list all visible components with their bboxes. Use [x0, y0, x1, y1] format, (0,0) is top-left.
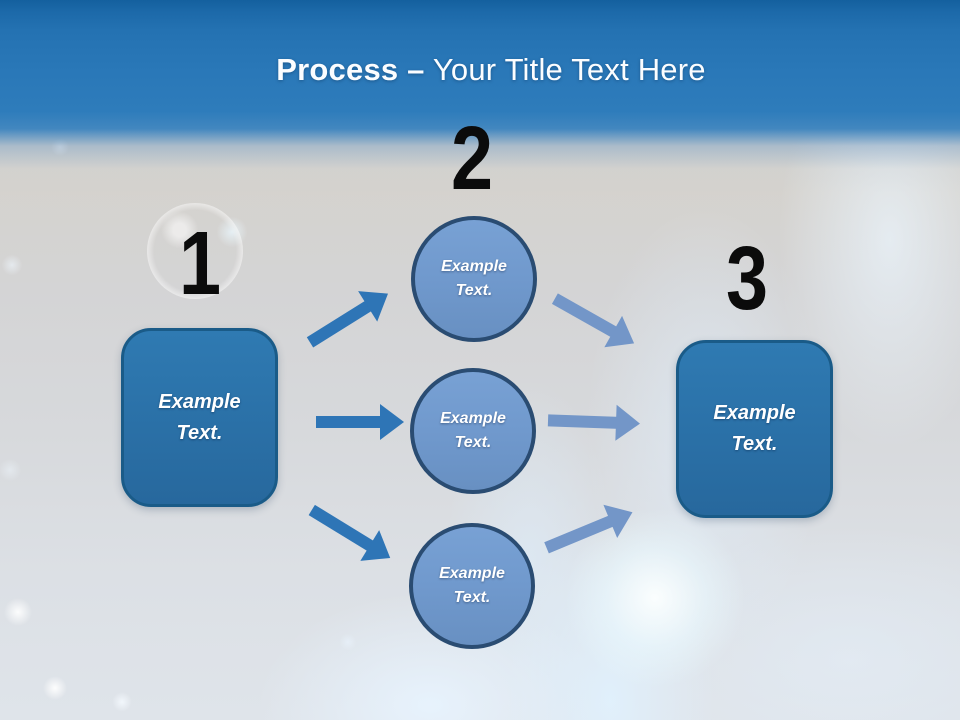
process-start-box-label: Example Text. [158, 390, 241, 444]
arrow-shaft [316, 416, 383, 428]
step-number-3: 3 [725, 229, 769, 329]
arrow-middle-circle-to-end-icon [547, 402, 641, 442]
slide-title: Process – Your Title Text Here [0, 52, 960, 88]
process-end-box-label: Example Text. [713, 402, 796, 455]
arrow-start-to-middle-circle-icon [316, 404, 404, 440]
title-bar [0, 0, 960, 192]
process-circle-bottom: Example Text. [409, 523, 535, 649]
process-circle-bottom-label: Example Text. [439, 565, 505, 606]
process-circle-middle-label: Example Text. [440, 410, 506, 451]
water-bubble [147, 203, 243, 299]
arrow-head [380, 404, 404, 440]
arrow-shaft [547, 414, 620, 429]
process-circle-middle: Example Text. [410, 368, 536, 494]
title-bold-text: Process [276, 52, 399, 87]
title-dash: – [407, 52, 425, 87]
process-circle-top: Example Text. [411, 216, 537, 342]
arrow-head [615, 404, 641, 442]
process-circle-top-label: Example Text. [441, 258, 507, 299]
process-start-box: Example Text. [121, 328, 278, 507]
step-number-1: 1 [178, 214, 222, 314]
process-end-box: Example Text. [676, 340, 833, 518]
step-number-2: 2 [450, 109, 494, 209]
title-regular-text: Your Title Text Here [432, 52, 706, 87]
